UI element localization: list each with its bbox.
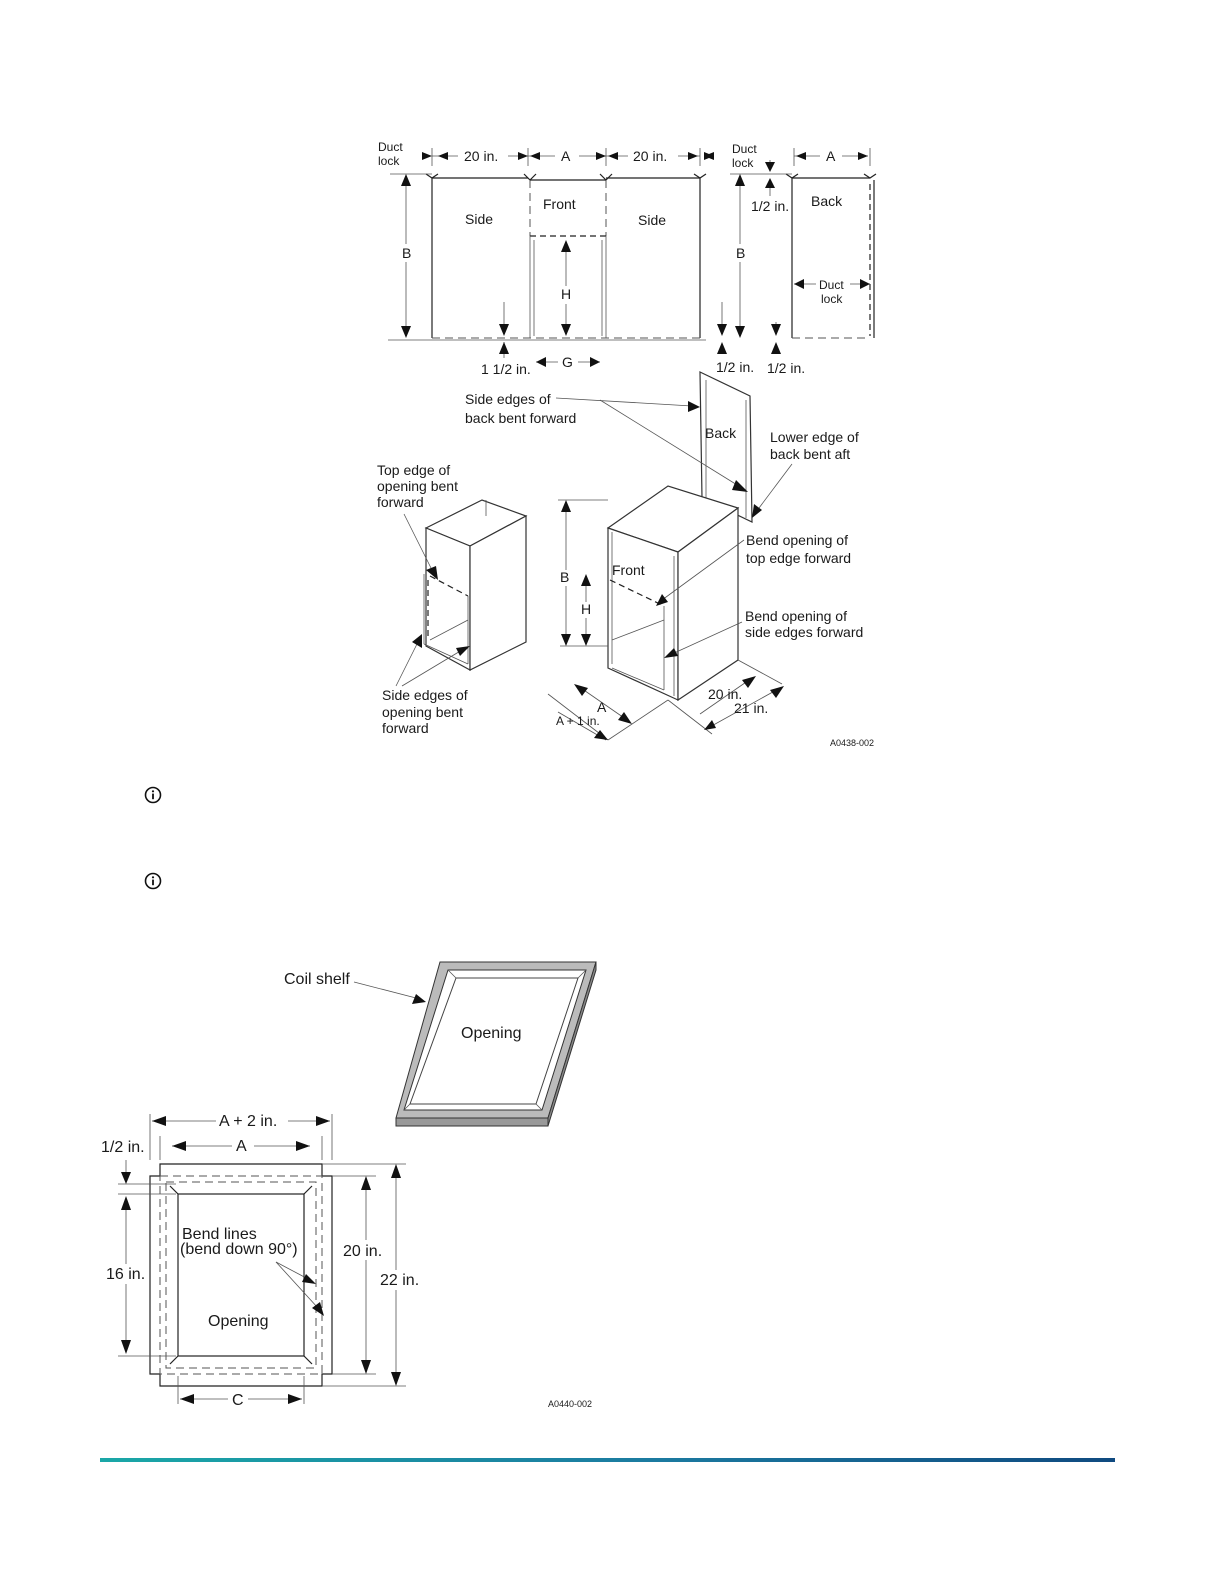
label-bend-lines-2: (bend down 90°) [180, 1241, 298, 1258]
label-duct-lock-right-1: Duct [732, 142, 757, 156]
dim-a-back: A [826, 148, 836, 164]
flat-back-panel [704, 146, 877, 354]
label-front-iso: Front [612, 562, 645, 578]
dim-half-in: 1/2 in. [101, 1139, 145, 1156]
label-bend-top-2: top edge forward [746, 550, 851, 566]
label-bend-sides-2: side edges forward [745, 624, 863, 640]
label-duct-lock-back-1: Duct [819, 278, 844, 292]
info-icon [144, 786, 162, 804]
label-bend-top-1: Bend opening of [746, 532, 848, 548]
dim-b-left: B [402, 245, 411, 261]
coil-shelf-diagram: Coil shelf Opening A + 2 in. A 1/2 in. B… [101, 961, 597, 1409]
label-top-edge-1: Top edge of [377, 462, 450, 478]
dim-b-iso: B [560, 569, 569, 585]
dim-c: C [232, 1392, 244, 1409]
label-front: Front [543, 196, 576, 212]
dim-a-iso: A [597, 699, 607, 715]
dim-h-iso: H [581, 601, 591, 617]
label-bend-sides-1: Bend opening of [745, 608, 847, 624]
label-duct-lock-back-2: lock [821, 292, 843, 306]
label-top-edge-3: forward [377, 494, 424, 510]
label-coil-shelf: Coil shelf [284, 971, 350, 988]
flat-pattern [388, 146, 714, 370]
label-side-edges-back-2: back bent forward [465, 410, 576, 426]
label-duct-lock-left-1: Duct [378, 140, 403, 154]
dim-g: G [562, 354, 573, 370]
label-side-edges-back-1: Side edges of [465, 391, 551, 407]
dim-20-right: 20 in. [633, 148, 667, 164]
dim-22-flat: 22 in. [380, 1272, 419, 1289]
figure-code-1: A0438-002 [830, 738, 874, 748]
label-lower-edge-1: Lower edge of [770, 429, 859, 445]
label-side-edges-open-1: Side edges of [382, 687, 468, 703]
dim-20-left: 20 in. [464, 148, 498, 164]
dim-20-iso: 20 in. [708, 686, 742, 702]
dim-a-plus-2: A + 2 in. [219, 1113, 277, 1130]
dim-h: H [561, 286, 571, 302]
dim-a: A [561, 148, 571, 164]
duct-transition-diagram: Duct lock 20 in. A 20 in. Duct lock A Si… [377, 140, 877, 748]
coil-shelf-flat [104, 1111, 422, 1408]
dim-20-flat: 20 in. [343, 1243, 382, 1260]
footer-rule [100, 1458, 1115, 1462]
dim-a-plus-1: A + 1 in. [556, 714, 600, 728]
label-back: Back [811, 193, 843, 209]
dim-a-flat: A [236, 1138, 247, 1155]
iso-back-panel [555, 371, 793, 523]
dim-16-flat: 16 in. [106, 1266, 145, 1283]
label-side-right: Side [638, 212, 666, 228]
label-bend-lines-1: Bend lines [182, 1226, 257, 1243]
dim-b-right: B [736, 245, 745, 261]
label-side-left: Side [465, 211, 493, 227]
label-side-edges-open-2: opening bent [382, 704, 463, 720]
label-side-edges-open-3: forward [382, 720, 429, 736]
label-top-edge-2: opening bent [377, 478, 458, 494]
label-back-iso: Back [705, 425, 737, 441]
dim-one-half-in: 1 1/2 in. [481, 361, 531, 377]
iso-main-box [547, 485, 784, 741]
label-duct-lock-right-2: lock [732, 156, 754, 170]
label-opening-flat: Opening [208, 1313, 269, 1330]
figure-code-2: A0440-002 [548, 1399, 592, 1409]
label-opening-iso: Opening [461, 1025, 522, 1042]
dim-half-in-a: 1/2 in. [716, 359, 754, 375]
iso-small-box [395, 499, 528, 687]
dim-21-iso: 21 in. [734, 700, 768, 716]
dim-half-in-top: 1/2 in. [751, 198, 789, 214]
dim-half-in-b: 1/2 in. [767, 360, 805, 376]
coil-shelf-iso [353, 961, 597, 1127]
label-lower-edge-2: back bent aft [770, 446, 850, 462]
label-duct-lock-left-2: lock [378, 154, 400, 168]
info-icon [144, 872, 162, 890]
